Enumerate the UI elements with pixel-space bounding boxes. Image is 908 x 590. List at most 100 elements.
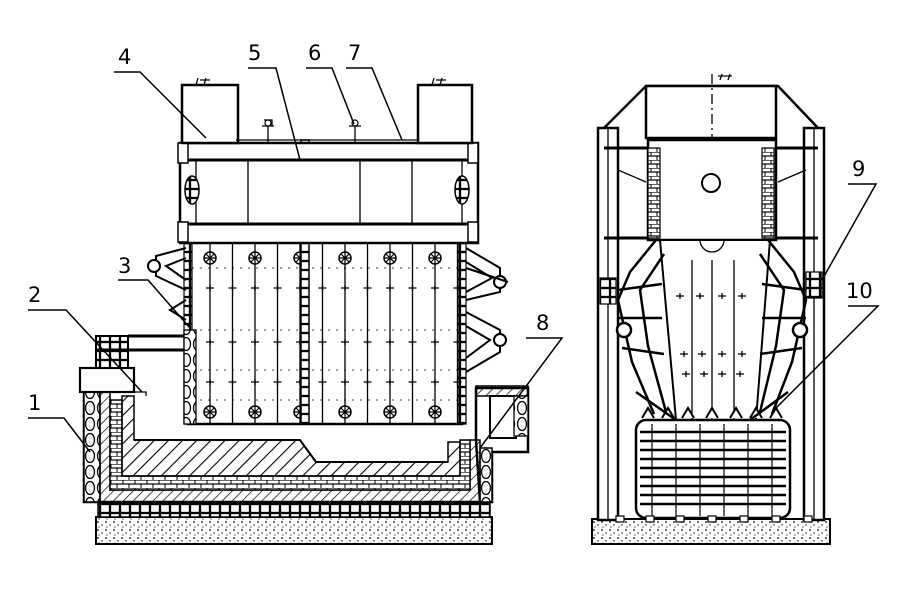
electrode-tip	[729, 406, 743, 419]
electrode-mark	[718, 351, 726, 357]
foundation-block	[707, 515, 717, 523]
foundation-block	[645, 515, 655, 523]
electrode-mark	[228, 379, 237, 385]
electrode-head	[428, 251, 442, 265]
electrode-mark	[682, 371, 690, 377]
foundation-block	[771, 515, 781, 523]
foundation-block	[675, 515, 685, 523]
electrode-mark	[738, 351, 746, 357]
right-view-busbars	[615, 239, 809, 422]
leader-lines	[28, 67, 880, 453]
observation-port	[701, 173, 721, 193]
electrode-mark	[251, 285, 259, 291]
electrode-mark	[318, 285, 327, 291]
feed-chamber-slope	[100, 391, 147, 396]
bath-surface	[134, 439, 448, 463]
upper-port-right	[454, 175, 470, 205]
label-5: 5	[248, 41, 261, 65]
label-8: 8	[536, 311, 549, 335]
electrode-mark	[206, 285, 214, 291]
electrode-mark	[696, 293, 704, 299]
electrode-mark	[273, 379, 282, 385]
electrode-mark	[680, 351, 688, 357]
electrode-mark	[431, 285, 439, 291]
tap-hole-block	[513, 395, 529, 437]
electrode-mark	[738, 293, 746, 299]
label-4: 4	[118, 45, 131, 69]
electrode-chamber	[658, 239, 772, 421]
feed-chamber-top	[78, 366, 136, 394]
electrode-head	[248, 405, 262, 419]
foundation-block	[739, 515, 749, 523]
electrode-mark	[341, 339, 349, 345]
upper-port-left	[184, 175, 200, 205]
left-elevation-view	[78, 77, 530, 545]
hood-box	[644, 84, 778, 140]
electrode-tip	[681, 406, 695, 419]
right-foundation	[591, 518, 831, 545]
electrode-mark	[453, 339, 462, 345]
electrode-mark	[341, 285, 349, 291]
electrode-tip	[705, 406, 719, 419]
electrode-tip	[749, 406, 763, 419]
electrode-tip	[641, 406, 655, 419]
right-wall-bricks	[479, 447, 493, 503]
left-busbar-brackets	[147, 247, 187, 321]
electrode-mark	[718, 371, 726, 377]
upper-frame	[178, 141, 480, 245]
electrode-mark	[228, 285, 237, 291]
electrode-mark	[206, 379, 214, 385]
left-busbar-column	[183, 329, 197, 425]
electrode-mark	[363, 379, 372, 385]
electrode-mark	[206, 339, 214, 345]
electrode-mark	[736, 371, 744, 377]
electrode-mark	[408, 285, 417, 291]
end-bath-layers	[615, 424, 813, 523]
electrode-mark	[228, 339, 237, 345]
electrode-mark	[408, 339, 417, 345]
electrode-head	[203, 405, 217, 419]
electrode-columns	[192, 242, 462, 424]
electrode-mark	[386, 285, 394, 291]
electrode-mark	[273, 285, 282, 291]
foundation-block	[803, 515, 813, 523]
electrode-mark	[431, 379, 439, 385]
electrode-mark	[318, 339, 327, 345]
electrode-head	[203, 251, 217, 265]
electrode-mark	[386, 379, 394, 385]
break-marks	[195, 77, 446, 86]
electrode-mark	[363, 285, 372, 291]
label-9: 9	[852, 157, 865, 181]
electrode-mark	[676, 293, 684, 299]
electrode-head	[338, 251, 352, 265]
electrode-head	[248, 251, 262, 265]
electrode-mark	[700, 371, 708, 377]
electrode-mark	[386, 339, 394, 345]
right-end-view	[591, 73, 831, 545]
label-7: 7	[348, 41, 361, 65]
electrode-mark	[718, 293, 726, 299]
frame-bolts	[177, 142, 479, 243]
electrode-mark	[431, 339, 439, 345]
label-2: 2	[28, 283, 41, 307]
label-3: 3	[118, 254, 131, 278]
top-duct-left	[180, 83, 240, 145]
electrode-mark	[251, 379, 259, 385]
electrode-mark	[318, 379, 327, 385]
electrode-mark	[251, 339, 259, 345]
label-1: 1	[28, 391, 41, 415]
electrode-head	[383, 251, 397, 265]
electrode-head	[338, 405, 352, 419]
label-10: 10	[846, 279, 873, 303]
foundation-block	[615, 515, 625, 523]
electrode-mark	[273, 339, 282, 345]
electrode-head	[383, 405, 397, 419]
electrode-mark	[453, 285, 462, 291]
electrode-mark	[363, 339, 372, 345]
electrode-mark	[408, 379, 417, 385]
electrode-mark	[341, 379, 349, 385]
electrode-mark	[698, 351, 706, 357]
electrode-mark	[453, 379, 462, 385]
